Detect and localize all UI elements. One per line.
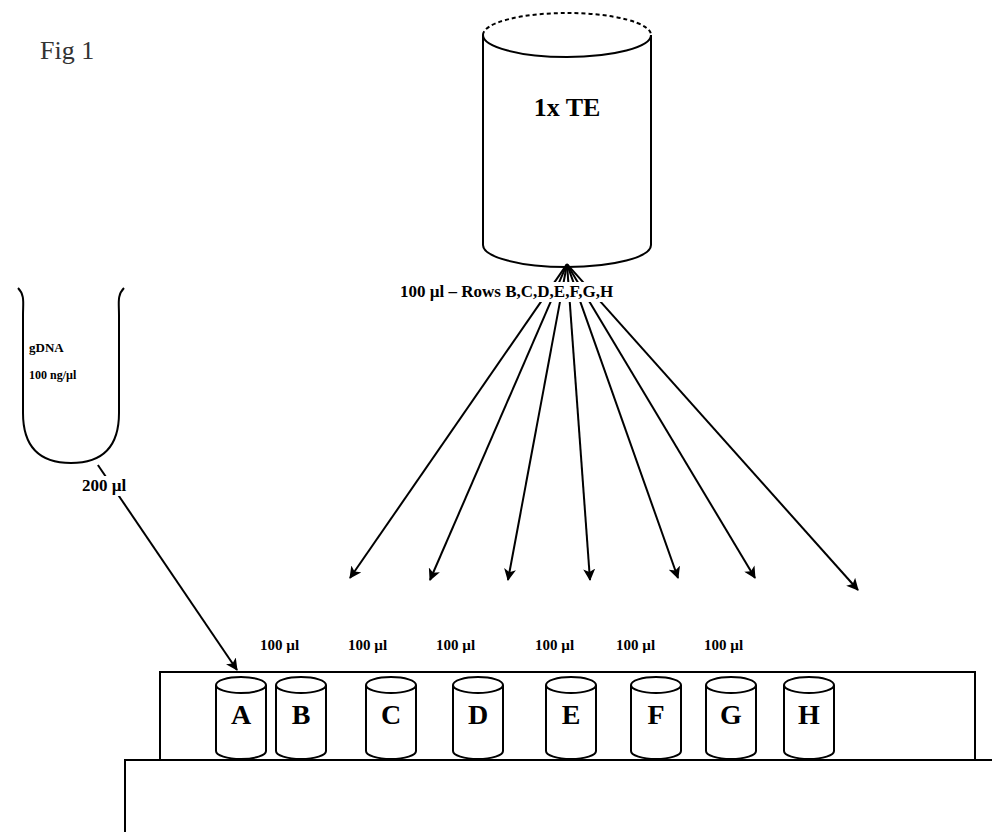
outline-stroke	[784, 677, 834, 693]
well-tube: G	[705, 676, 757, 760]
outline-stroke	[483, 35, 651, 57]
tube-letter: C	[381, 700, 401, 731]
well-tube: H	[783, 676, 835, 760]
volume-label: 100 µl	[533, 637, 576, 654]
volume-label: 100 µl	[614, 637, 657, 654]
transfer-arrow	[567, 264, 858, 590]
volume-label: 100 µl	[258, 637, 301, 654]
outline-stroke	[276, 685, 326, 759]
outline-stroke	[18, 288, 124, 463]
volume-label: 100 µl	[702, 637, 745, 654]
outline-stroke	[546, 677, 596, 693]
well-tube: E	[545, 676, 597, 760]
outline-stroke	[366, 685, 416, 759]
reservoir-cylinder: 1x TE	[482, 12, 652, 268]
volume-label: 100 µl	[346, 637, 389, 654]
tube-letter: D	[468, 700, 488, 731]
drum-outline	[482, 12, 652, 268]
volume-label: 100 µl	[434, 637, 477, 654]
tube-letter: A	[231, 700, 251, 731]
rack-base	[125, 760, 992, 832]
outline-stroke	[216, 685, 266, 759]
outline-stroke	[483, 35, 651, 267]
tube-letter: F	[647, 700, 664, 731]
well-tube: B	[275, 676, 327, 760]
transfer-arrow	[567, 264, 755, 578]
transfer-arrow	[508, 264, 567, 580]
outline-stroke	[453, 677, 503, 693]
outline-stroke	[631, 685, 681, 759]
well-tube: A	[215, 676, 267, 760]
tube-letter: G	[720, 700, 742, 731]
volume-label: 200 µl	[80, 476, 128, 496]
transfer-arrow	[350, 264, 567, 578]
well-tube: C	[365, 676, 417, 760]
rack-body	[160, 672, 975, 760]
transfer-arrow	[567, 264, 590, 580]
node-title: gDNA	[29, 341, 64, 355]
sample-tube: gDNA 100 ng/µl	[15, 285, 127, 465]
tube-letter: B	[292, 700, 311, 731]
transfer-arrow	[430, 264, 567, 580]
concentration: 100 ng/µl	[29, 369, 76, 382]
outline-stroke	[706, 685, 756, 759]
well-tube: D	[452, 676, 504, 760]
node-title: 1x TE	[534, 94, 601, 123]
outline-stroke	[366, 677, 416, 693]
outline-stroke	[546, 685, 596, 759]
outline-stroke	[453, 685, 503, 759]
volume-note: 100 µl – Rows B,C,D,E,F,G,H	[398, 282, 615, 302]
tube-letter: H	[798, 700, 820, 731]
outline-stroke	[483, 13, 651, 35]
outline-stroke	[706, 677, 756, 693]
outline-stroke	[276, 677, 326, 693]
outline-stroke	[784, 685, 834, 759]
figure-number: Fig 1	[38, 36, 96, 66]
well-tube: F	[630, 676, 682, 760]
outline-stroke	[216, 677, 266, 693]
outline-stroke	[631, 677, 681, 693]
tube-letter: E	[562, 700, 581, 731]
